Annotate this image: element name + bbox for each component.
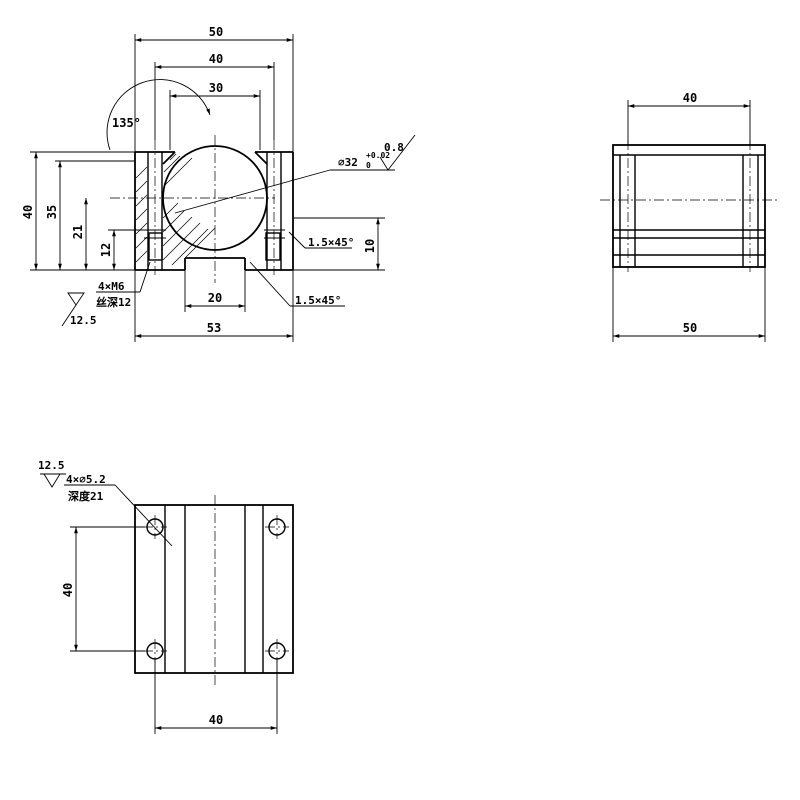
front-view-outline (134, 151, 294, 271)
section-hatching (135, 153, 216, 266)
surface-finish-bore: 0.8 (384, 141, 404, 154)
dim-height-21: 21 (71, 225, 85, 239)
dim-step-height-10: 10 (363, 239, 377, 253)
top-surface-finish: 12.5 (38, 459, 65, 472)
front-view: 50 40 30 135° 40 35 21 12 ⌀32 +0.02 0 (21, 25, 416, 342)
dim-slot-width-20: 20 (208, 291, 222, 305)
side-dim-top-40: 40 (683, 91, 697, 105)
top-dim-horizontal-40: 40 (209, 713, 223, 727)
dim-height-40: 40 (21, 205, 35, 219)
dim-width-40: 40 (209, 52, 223, 66)
dim-bore-span-30: 30 (209, 81, 223, 95)
bore-tol-lower: 0 (366, 161, 371, 170)
dim-height-35: 35 (45, 205, 59, 219)
dim-chamfer-lower: 1.5×45° (295, 294, 341, 307)
dim-width-50: 50 (209, 25, 223, 39)
thread-note-line1: 4×M6 (98, 280, 125, 293)
dim-chamfer-upper: 1.5×45° (308, 236, 354, 249)
top-dim-vertical-40: 40 (61, 583, 75, 597)
bore-tol-upper: +0.02 (366, 151, 390, 160)
top-view: 4×⌀5.2 深度21 12.5 40 40 (38, 459, 294, 734)
dim-bore-diameter: ⌀32 (338, 156, 358, 169)
surface-finish-side: 12.5 (70, 314, 97, 327)
dim-base-width-53: 53 (207, 321, 221, 335)
side-dim-bottom-50: 50 (683, 321, 697, 335)
dim-angle-135: 135° (112, 116, 141, 130)
side-view: 40 50 (600, 91, 778, 342)
hole-note-line1: 4×⌀5.2 (66, 473, 106, 486)
dim-height-12: 12 (99, 243, 113, 257)
thread-note-line2: 丝深12 (96, 295, 131, 309)
hole-note-line2: 深度21 (68, 489, 104, 503)
